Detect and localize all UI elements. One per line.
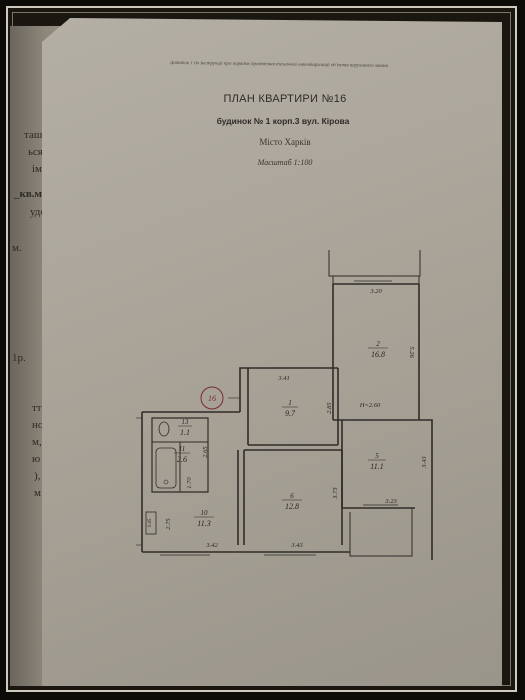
document-page	[42, 18, 502, 686]
left-page-fragment: 1р.	[12, 352, 26, 364]
dim-room2-width: 3.20	[369, 288, 382, 295]
page-title: ПЛАН КВАРТИРИ №16	[223, 93, 347, 105]
left-page-fragment: ю	[32, 453, 41, 465]
room-10-area: 11.3	[197, 519, 210, 528]
dim-room10-length: 2.75	[165, 518, 172, 530]
handwritten-apartment-number: 16	[208, 394, 216, 403]
dim-room6-width: 3.43	[290, 542, 303, 549]
left-page-fragment: _кв.м.;	[14, 188, 49, 200]
left-page-fragment: ),	[34, 470, 41, 482]
dim-room1-height: 2.85	[326, 402, 333, 414]
room-6-area: 12.8	[285, 502, 299, 511]
room-11-number: 11	[179, 445, 185, 453]
dim-room6-length: 3.73	[332, 487, 339, 500]
room-13-number: 13	[182, 418, 190, 426]
room-6-number: 6	[290, 492, 294, 500]
room-10-number: 10	[201, 509, 209, 517]
scale-line: Масштаб 1:100	[257, 158, 313, 167]
room-5-area: 11.1	[370, 462, 383, 471]
dim-room11-width: 1.70	[186, 477, 193, 489]
left-page-fragment: м,	[32, 436, 42, 448]
room-1-area: 9.7	[285, 409, 296, 418]
handwritten-circle	[200, 386, 224, 410]
dim-room2-length: 5.26	[408, 346, 415, 358]
left-page-fragment: м.	[12, 242, 22, 254]
room-11-area: 2.6	[177, 455, 187, 464]
dim-room1-width: 3.41	[277, 375, 289, 382]
dim-room11-length: 2.65	[202, 446, 209, 458]
dim-room10-width: 3.42	[205, 542, 218, 549]
dim-room5-length: 3.43	[421, 456, 428, 469]
room-2-area: 16.8	[371, 350, 385, 359]
room-2-number: 2	[376, 340, 380, 348]
room-13-area: 1.1	[180, 428, 190, 437]
room-1-number: 1	[288, 399, 292, 407]
address-line: будинок № 1 корп.3 вул. Кірова	[216, 116, 350, 126]
dim-room5-width: 3.23	[384, 498, 397, 505]
room-5-number: 5	[375, 452, 379, 460]
ceiling-height: H=2.60	[359, 402, 381, 409]
dim-closet: 0.45	[148, 518, 153, 527]
left-page-fragment: но	[32, 419, 44, 431]
city-line: Місто Харків	[259, 137, 311, 147]
left-page-fragment: м	[34, 487, 41, 499]
